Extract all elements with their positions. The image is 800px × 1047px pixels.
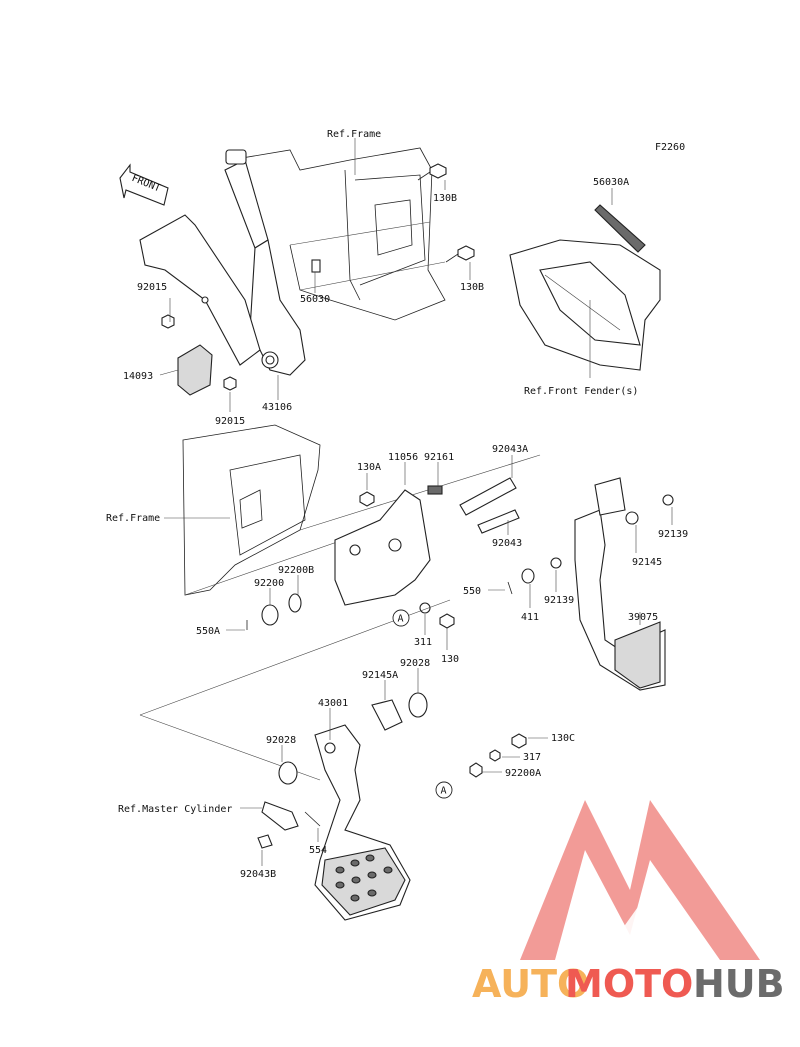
callout-a-lower: A	[435, 781, 453, 799]
part-317-nut	[489, 749, 501, 762]
part-92145-spring	[625, 511, 639, 525]
brake-pedal-holes	[335, 854, 393, 902]
label-14093: 14093	[123, 371, 153, 382]
label-56030a: 56030A	[593, 177, 629, 188]
label-130b-1: 130B	[433, 193, 457, 204]
label-92161: 92161	[424, 452, 454, 463]
master-cylinder-link	[261, 801, 299, 831]
label-92028-top: 92028	[400, 658, 430, 669]
part-550-pin	[507, 581, 513, 595]
label-92043a: 92043A	[492, 444, 528, 455]
label-92200b: 92200B	[278, 565, 314, 576]
label-92015-bottom: 92015	[215, 416, 245, 427]
watermark-logo	[520, 800, 760, 960]
part-130-bolt	[439, 613, 455, 629]
label-92200a: 92200A	[505, 768, 541, 779]
label-92139-right: 92139	[658, 529, 688, 540]
watermark-text-moto: MOTO	[565, 962, 693, 1006]
brake-pedal-assembly	[139, 599, 527, 921]
label-92028-left: 92028	[266, 735, 296, 746]
label-550a: 550A	[196, 626, 220, 637]
part-92043b-pin	[257, 834, 273, 849]
watermark-text-auto: AUTO	[472, 962, 589, 1006]
label-130b-2: 130B	[460, 282, 484, 293]
label-130c: 130C	[551, 733, 575, 744]
label-43001: 43001	[318, 698, 348, 709]
label-554: 554	[309, 845, 327, 856]
part-92043a-shaft	[459, 477, 517, 516]
label-ref-front-fender: Ref.Front Fender(s)	[524, 386, 638, 397]
figure-code: F2260	[655, 142, 685, 153]
part-130c-bolt	[511, 733, 527, 749]
callout-a-upper-label: A	[398, 614, 404, 625]
label-92015-top: 92015	[137, 282, 167, 293]
callout-a-lower-label: A	[441, 786, 447, 797]
part-92028-bushing-left	[278, 761, 298, 785]
part-92200-washer	[261, 604, 279, 626]
watermark-text-hub: HUB	[693, 962, 785, 1006]
part-labels: F2260 Ref.Frame 130B 130B 56030A 56030 9…	[106, 129, 688, 880]
label-92043: 92043	[492, 538, 522, 549]
part-554-pin	[304, 811, 321, 827]
part-92200b-clip	[288, 593, 302, 613]
part-130b-bolt-2	[445, 245, 475, 263]
label-43106: 43106	[262, 402, 292, 413]
part-92139-washer-left	[550, 557, 562, 569]
parking-brake-assembly: FRONT	[119, 147, 661, 396]
label-ref-frame-top: Ref.Frame	[327, 129, 381, 140]
label-130a: 130A	[357, 462, 381, 473]
part-92043-shaft	[477, 509, 520, 534]
label-550: 550	[463, 586, 481, 597]
callout-a-upper: A	[392, 609, 410, 627]
watermark-triangle-mark	[520, 800, 760, 960]
label-317: 317	[523, 752, 541, 763]
accelerator-assembly	[182, 424, 674, 691]
label-39075: 39075	[628, 612, 658, 623]
part-92015-nut-bottom	[223, 376, 237, 391]
front-arrow-icon: FRONT	[119, 163, 169, 206]
part-411-washer	[521, 568, 535, 584]
part-11056-bracket	[334, 489, 431, 606]
label-92139-left: 92139	[544, 595, 574, 606]
part-56030	[311, 259, 321, 273]
label-411: 411	[521, 612, 539, 623]
part-92200a-nut	[469, 762, 483, 778]
watermark-text: AUTO MOTO HUB	[472, 962, 785, 1006]
label-ref-master-cylinder: Ref.Master Cylinder	[118, 804, 232, 815]
label-11056: 11056	[388, 452, 418, 463]
leader-lines	[159, 138, 673, 866]
part-130a-bolt	[359, 491, 375, 507]
label-130: 130	[441, 654, 459, 665]
label-92145a: 92145A	[362, 670, 398, 681]
label-311: 311	[414, 637, 432, 648]
label-ref-frame-mid: Ref.Frame	[106, 513, 160, 524]
part-14093	[177, 344, 213, 396]
part-92161	[427, 485, 443, 495]
part-130b-bolt-1	[417, 163, 447, 181]
part-92145a-spring	[371, 699, 403, 731]
part-56030a	[594, 204, 646, 253]
part-92015-nut-top	[161, 314, 175, 329]
label-92145: 92145	[632, 557, 662, 568]
label-56030: 56030	[300, 294, 330, 305]
part-92028-bushing-top	[408, 692, 428, 718]
label-92043b: 92043B	[240, 869, 276, 880]
label-92200: 92200	[254, 578, 284, 589]
part-92139-washer-right	[662, 494, 674, 506]
